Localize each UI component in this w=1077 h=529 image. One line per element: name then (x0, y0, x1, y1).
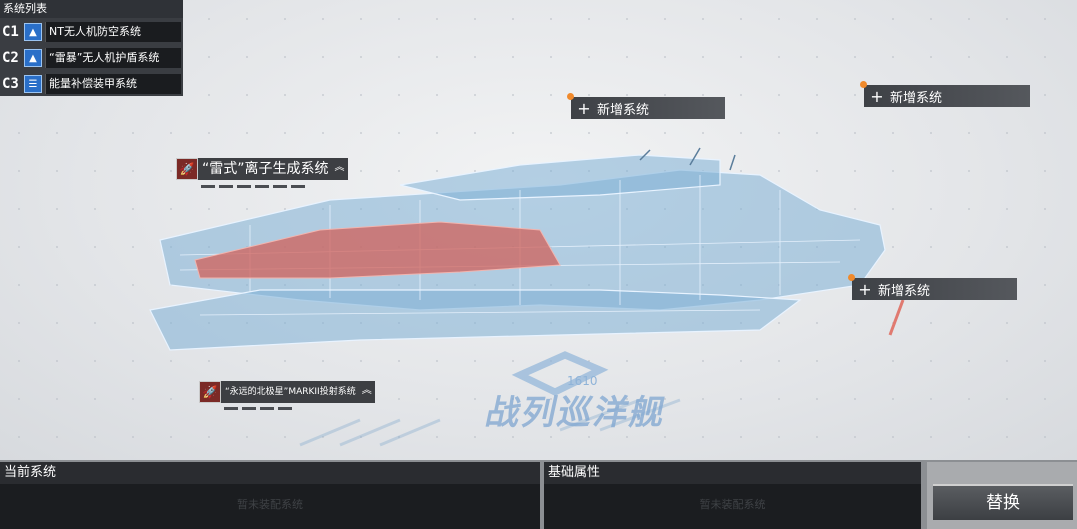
ship-tag: 1610 (567, 374, 598, 388)
equipped-system-polaris[interactable]: 🚀 “永远的北极星”MARKII投射系统 ︽ (199, 381, 375, 403)
add-system-label: 新增系统 (878, 283, 931, 299)
hardpoint-marker (567, 93, 574, 100)
current-system-panel: 当前系统 暂未装配系统 (0, 462, 540, 529)
equipped-label: “雷式”离子生成系统 (198, 158, 335, 180)
add-system-label: 新增系统 (597, 102, 650, 118)
system-slot-c3[interactable]: C3 ☰ 能量补偿装甲系统 (0, 72, 183, 96)
system-list-title: 系统列表 (0, 0, 183, 18)
hangar-scene: 1610 战列巡洋舰 系统列表 C1 ▲ NT无人机防空系统 C2 ▲ “雷暴”… (0, 0, 1077, 460)
chevron-up-icon[interactable]: ︽ (361, 381, 375, 403)
missile-icon: 🚀 (199, 381, 221, 403)
drone-icon: ▲ (24, 23, 42, 41)
base-attributes-title: 基础属性 (544, 462, 921, 484)
slot-code: C2 (2, 50, 19, 66)
base-attributes-panel: 基础属性 暂未装配系统 (544, 462, 921, 529)
equipped-label: “永远的北极星”MARKII投射系统 (221, 381, 362, 403)
hardpoint-marker (860, 81, 867, 88)
chevron-up-icon[interactable]: ︽ (334, 158, 348, 180)
system-list-panel: 系统列表 C1 ▲ NT无人机防空系统 C2 ▲ “雷暴”无人机护盾系统 C3 … (0, 0, 183, 96)
slot-code: C3 (2, 76, 19, 92)
battlecruiser-model[interactable]: 1610 (0, 0, 1077, 460)
replace-area: 替换 (927, 462, 1077, 529)
equipped-system-ion[interactable]: 🚀 “雷式”离子生成系统 ︽ (176, 158, 348, 180)
hardpoint-marker (848, 274, 855, 281)
slot-name: NT无人机防空系统 (45, 22, 181, 42)
level-bar (224, 407, 292, 410)
drone-icon: ▲ (24, 49, 42, 67)
missile-icon: 🚀 (176, 158, 198, 180)
list-icon: ☰ (24, 75, 42, 93)
level-bar (201, 185, 305, 188)
ship-class-watermark: 战列巡洋舰 (482, 393, 671, 433)
slot-code: C1 (2, 24, 19, 40)
replace-button[interactable]: 替换 (933, 484, 1073, 520)
add-system-button[interactable]: + 新增系统 (860, 81, 1030, 107)
slot-name: 能量补偿装甲系统 (45, 74, 181, 94)
add-system-button[interactable]: + 新增系统 (567, 93, 725, 119)
system-slot-c2[interactable]: C2 ▲ “雷暴”无人机护盾系统 (0, 46, 183, 70)
plus-icon: + (577, 98, 591, 118)
current-system-title: 当前系统 (0, 462, 540, 484)
add-system-label: 新增系统 (890, 90, 943, 106)
slot-name: “雷暴”无人机护盾系统 (45, 48, 181, 68)
base-attributes-empty: 暂未装配系统 (699, 498, 766, 511)
current-system-empty: 暂未装配系统 (237, 498, 303, 511)
system-slot-c1[interactable]: C1 ▲ NT无人机防空系统 (0, 20, 183, 44)
plus-icon: + (858, 279, 872, 299)
add-system-button[interactable]: + 新增系统 (848, 274, 1017, 300)
plus-icon: + (870, 86, 884, 106)
